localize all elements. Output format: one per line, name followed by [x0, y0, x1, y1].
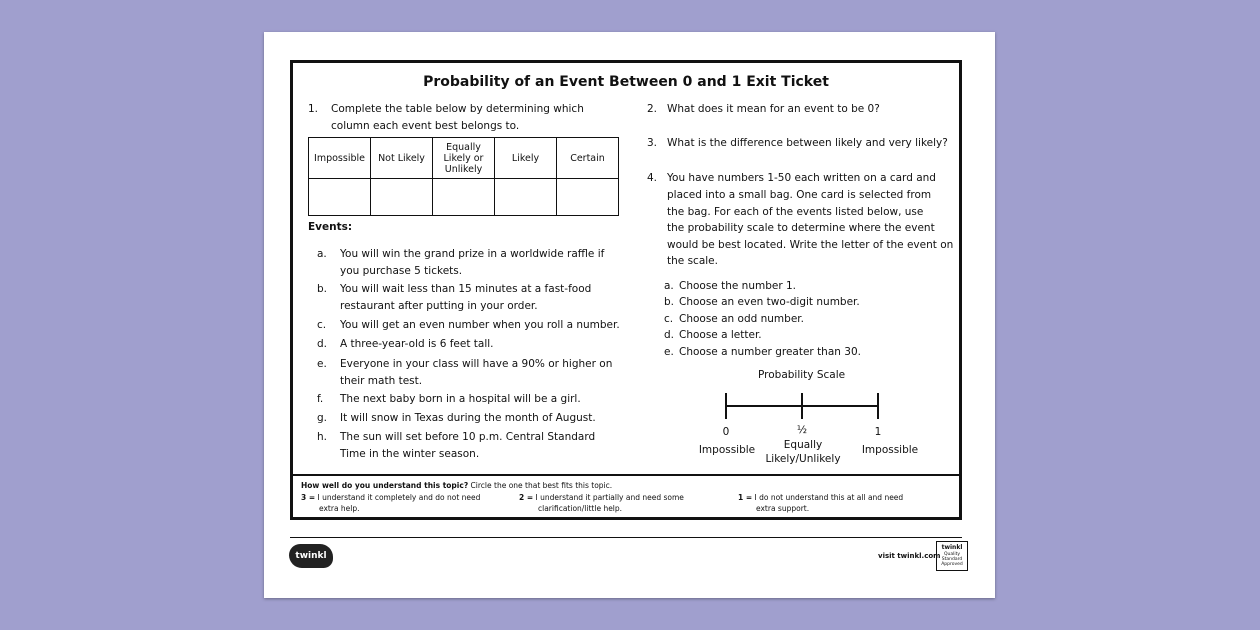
col-header-not-likely: Not Likely	[370, 137, 433, 179]
event-g-letter: g.	[317, 412, 328, 424]
col-header-likely: Likely	[494, 137, 557, 179]
scale-word-right: Impossible	[861, 444, 919, 456]
q4-item-b-text: Choose an even two-digit number.	[679, 296, 860, 308]
event-e-letter: e.	[317, 358, 327, 370]
option-2-line-2: clarification/little help.	[538, 504, 623, 513]
q4-item-b-letter: b.	[664, 296, 675, 308]
visit-link: visit twinkl.com	[878, 552, 941, 560]
prompt-rest: Circle the one that best fits this topic…	[468, 481, 613, 490]
page-footer-rule	[290, 537, 962, 538]
q4-line-5: would be best located. Write the letter …	[667, 239, 954, 251]
event-a-text: You will win the grand prize in a worldw…	[340, 248, 605, 277]
scale-title: Probability Scale	[758, 369, 846, 381]
scale-tick-one	[877, 393, 879, 419]
option-3-line-2: extra help.	[319, 504, 360, 513]
option-3-num: 3 =	[301, 493, 316, 502]
event-c-letter: c.	[317, 319, 327, 331]
col-header-impossible: Impossible	[308, 137, 371, 179]
event-e-text: Everyone in your class will have a 90% o…	[340, 358, 613, 387]
event-f-text: The next baby born in a hospital will be…	[340, 393, 581, 405]
event-b-text: You will wait less than 15 minutes at a …	[340, 283, 592, 312]
scale-word-mid-1: Equally	[783, 439, 823, 451]
self-assessment-prompt: How well do you understand this topic? C…	[301, 481, 612, 491]
event-h-letter: h.	[317, 431, 327, 443]
option-2[interactable]: 2 = I understand it partially and need s…	[519, 493, 684, 503]
quality-badge-icon: twinkl Quality Standard Approved	[936, 541, 968, 571]
event-h-text: The sun will set before 10 p.m. Central …	[340, 431, 596, 460]
event-f-letter: f.	[317, 393, 324, 405]
q4-item-e-letter: e.	[664, 346, 674, 358]
option-1-line-1: I do not understand this at all and need	[752, 493, 904, 502]
scale-label-zero: 0	[722, 426, 730, 438]
event-c-text: You will get an even number when you rol…	[340, 319, 620, 331]
page-title: Probability of an Event Between 0 and 1 …	[423, 74, 829, 90]
option-1-num: 1 =	[738, 493, 753, 502]
q4-item-e-text: Choose a number greater than 30.	[679, 346, 861, 358]
q4-line-2: placed into a small bag. One card is sel…	[667, 189, 932, 201]
worksheet-page: Probability of an Event Between 0 and 1 …	[264, 32, 995, 598]
scale-word-left: Impossible	[698, 444, 756, 456]
q4-item-d-letter: d.	[664, 329, 675, 341]
scale-tick-zero	[725, 393, 727, 419]
q1-line-2: column each event best belongs to.	[331, 120, 520, 132]
answer-cell-equally-likely[interactable]	[432, 178, 495, 216]
option-1[interactable]: 1 = I do not understand this at all and …	[738, 493, 903, 503]
event-d-letter: d.	[317, 338, 328, 350]
q4-item-a-letter: a.	[664, 280, 674, 292]
q4-item-c-text: Choose an odd number.	[679, 313, 804, 325]
badge-text: Quality Standard Approved	[941, 552, 963, 567]
q4-line-6: the scale.	[667, 255, 718, 267]
events-heading: Events:	[308, 221, 353, 233]
q1-line-1: Complete the table below by determining …	[331, 103, 584, 115]
q4-item-d-text: Choose a letter.	[679, 329, 762, 341]
q4-line-1: You have numbers 1-50 each written on a …	[667, 172, 936, 184]
event-g-text: It will snow in Texas during the month o…	[340, 412, 596, 424]
option-1-line-2: extra support.	[756, 504, 810, 513]
answer-cell-likely[interactable]	[494, 178, 557, 216]
option-3[interactable]: 3 = I understand it completely and do no…	[301, 493, 480, 503]
q4-item-c-letter: c.	[664, 313, 674, 325]
col-header-certain: Certain	[556, 137, 619, 179]
event-b-letter: b.	[317, 283, 328, 295]
q4-line-4: the probability scale to determine where…	[667, 222, 935, 234]
answer-cell-certain[interactable]	[556, 178, 619, 216]
twinkl-logo: twinkl	[289, 544, 333, 568]
answer-cell-impossible[interactable]	[308, 178, 371, 216]
col-header-equally-likely: Equally Likely or Unlikely	[432, 137, 495, 179]
q2-number: 2.	[647, 103, 658, 115]
q2-text: What does it mean for an event to be 0?	[667, 103, 880, 115]
badge-brand: twinkl	[941, 544, 963, 551]
footer-divider	[293, 474, 959, 476]
event-d-text: A three-year-old is 6 feet tall.	[340, 338, 494, 350]
option-3-line-1: I understand it completely and do not ne…	[315, 493, 481, 502]
worksheet-frame: Probability of an Event Between 0 and 1 …	[290, 60, 962, 520]
q4-line-3: the bag. For each of the events listed b…	[667, 206, 924, 218]
answer-cell-not-likely[interactable]	[370, 178, 433, 216]
event-a-letter: a.	[317, 248, 327, 260]
q4-item-a-text: Choose the number 1.	[679, 280, 797, 292]
q3-number: 3.	[647, 137, 658, 149]
scale-tick-half	[801, 393, 803, 419]
prompt-bold: How well do you understand this topic?	[301, 481, 469, 490]
col-header-equally-likely-text: Equally Likely or Unlikely	[443, 141, 484, 175]
q4-number: 4.	[647, 172, 658, 184]
q3-text: What is the difference between likely an…	[667, 137, 948, 149]
scale-label-one: 1	[874, 426, 882, 438]
q1-number: 1.	[308, 103, 319, 115]
scale-label-half: ½	[796, 424, 808, 436]
scale-word-mid-2: Likely/Unlikely	[765, 453, 841, 465]
category-table: Impossible Not Likely Equally Likely or …	[308, 137, 619, 216]
option-2-line-1: I understand it partially and need some	[533, 493, 684, 502]
option-2-num: 2 =	[519, 493, 534, 502]
